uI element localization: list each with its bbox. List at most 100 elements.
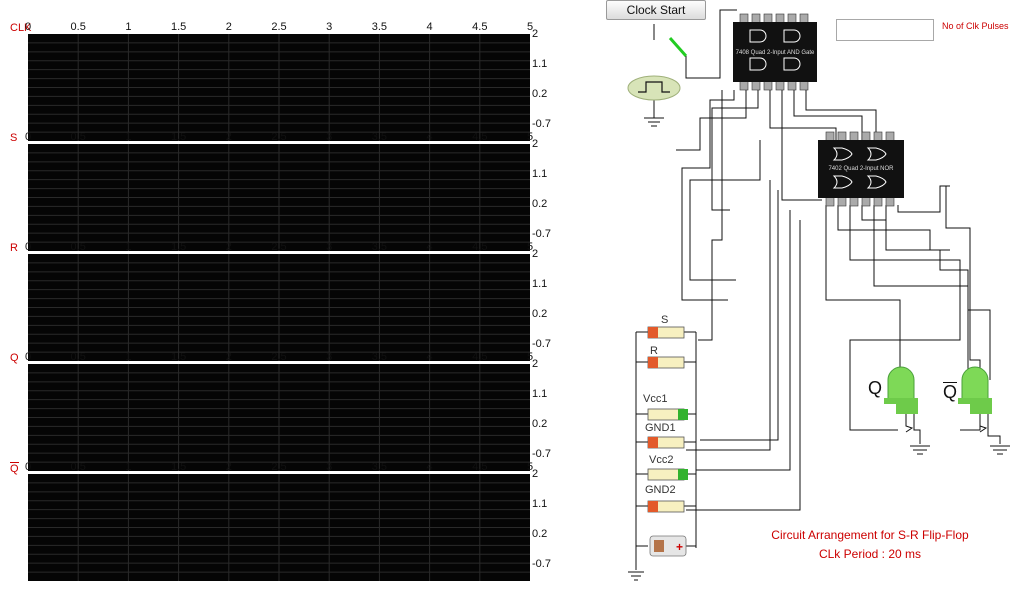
wiring xyxy=(628,9,1010,581)
y-tick-label: -0.7 xyxy=(532,448,551,460)
x-tick-label: 0 xyxy=(24,131,32,143)
x-tick-label: 1 xyxy=(125,351,132,363)
x-tick-label: 2.5 xyxy=(271,131,287,143)
nor-chip-label: 7402 Quad 2-Input NOR xyxy=(828,166,894,172)
scope-plot-s xyxy=(28,144,530,251)
and-gate-chip: 7408 Quad 2-Input AND Gate xyxy=(733,13,817,91)
clock-start-button[interactable]: Clock Start xyxy=(606,0,706,20)
led-qbar-icon xyxy=(958,366,992,414)
x-tick-label: 1.5 xyxy=(170,461,187,473)
caption-title: Circuit Arrangement for S-R Flip-Flop xyxy=(771,528,969,542)
led-qbar-label: Q xyxy=(943,382,958,402)
y-tick-label: 0.2 xyxy=(532,528,548,540)
scope-grid-clk xyxy=(28,34,530,141)
scope-plot-q xyxy=(28,364,530,471)
channel-label-q: Q xyxy=(10,352,19,364)
y-tick-label: -0.7 xyxy=(532,228,551,240)
y-tick-label: 0.2 xyxy=(532,418,548,430)
x-tick-label: 0 xyxy=(24,351,32,363)
scope-grid-s xyxy=(28,144,530,251)
y-tick-label: 0.2 xyxy=(532,88,548,100)
x-tick-label: 4.5 xyxy=(472,131,488,143)
y-tick-label: 2 xyxy=(532,28,539,40)
x-tick-label: 0.5 xyxy=(70,131,86,143)
switch-s[interactable] xyxy=(647,326,685,339)
x-tick-label: 4 xyxy=(426,131,433,143)
x-tick-label: 1 xyxy=(125,241,132,253)
x-tick-label: 3.5 xyxy=(371,461,388,473)
scope-grid-q xyxy=(28,364,530,471)
y-tick-label: 2 xyxy=(532,358,539,370)
switch-vcc1[interactable] xyxy=(647,408,688,421)
caption-period: CLk Period : 20 ms xyxy=(818,547,922,561)
x-tick-label: 5 xyxy=(526,351,534,363)
x-tick-label: 1.5 xyxy=(170,241,187,253)
and-chip-label: 7408 Quad 2-Input AND Gate xyxy=(736,50,815,56)
y-tick-label: 2 xyxy=(532,248,539,260)
switch-bank: + xyxy=(647,326,688,557)
svg-text:+: + xyxy=(676,540,683,554)
x-tick-label: 2.5 xyxy=(271,351,287,363)
label-gnd1: GND1 xyxy=(645,422,676,434)
switch-gnd1[interactable] xyxy=(647,436,685,449)
x-tick-label: 3 xyxy=(326,131,333,143)
scope-grid-r xyxy=(28,254,530,361)
x-tick-label: 3 xyxy=(326,241,333,253)
label-vcc1: Vcc1 xyxy=(643,393,668,405)
x-tick-label: 1.5 xyxy=(170,131,187,143)
x-tick-label: 3 xyxy=(326,21,333,33)
x-tick-label: 4.5 xyxy=(472,241,488,253)
x-tick-label: 5 xyxy=(526,461,534,473)
x-tick-label: 3.5 xyxy=(371,131,388,143)
led-q-label: Q xyxy=(868,378,883,398)
y-tick-label: 0.2 xyxy=(532,198,548,210)
x-tick-label: 2.5 xyxy=(271,461,287,473)
led-q-icon xyxy=(884,366,918,414)
x-tick-label: 1 xyxy=(125,461,132,473)
x-tick-label: 2 xyxy=(225,131,232,143)
x-tick-label: 3.5 xyxy=(371,21,388,33)
y-tick-label: -0.7 xyxy=(532,558,551,570)
x-tick-label: 2 xyxy=(225,351,232,363)
switch-vcc2[interactable] xyxy=(647,468,688,481)
switch-gnd2[interactable] xyxy=(647,500,685,513)
x-tick-label: 4.5 xyxy=(472,461,488,473)
y-tick-label: 1.1 xyxy=(532,498,548,510)
scope-plot-clk xyxy=(28,34,530,141)
y-tick-label: 1.1 xyxy=(532,278,548,290)
x-tick-label: 0.5 xyxy=(70,461,86,473)
y-tick-label: 1.1 xyxy=(532,388,548,400)
x-tick-label: 4 xyxy=(426,461,433,473)
x-tick-label: 1 xyxy=(125,131,132,143)
label-r: R xyxy=(650,345,658,357)
x-tick-label: 0.5 xyxy=(70,21,86,33)
x-tick-label: 5 xyxy=(526,131,534,143)
switch-r[interactable] xyxy=(647,356,685,369)
x-tick-label: 2 xyxy=(225,461,232,473)
x-tick-label: 4 xyxy=(426,351,433,363)
channel-label-clk: CLK xyxy=(10,22,32,34)
label-gnd2: GND2 xyxy=(645,484,676,496)
x-tick-label: 4 xyxy=(426,21,433,33)
pulse-count-label: No of Clk Pulses xyxy=(942,21,1009,31)
nor-gate-chip: 7402 Quad 2-Input NOR xyxy=(818,131,904,207)
scope-plot-r xyxy=(28,254,530,361)
label-vcc2: Vcc2 xyxy=(649,454,674,466)
y-tick-label: 2 xyxy=(532,138,539,150)
y-tick-label: -0.7 xyxy=(532,338,551,350)
x-tick-label: 2.5 xyxy=(271,241,287,253)
x-tick-label: 0 xyxy=(24,461,32,473)
x-tick-label: 1.5 xyxy=(170,351,187,363)
label-s: S xyxy=(661,314,669,326)
x-tick-label: 0.5 xyxy=(70,241,86,253)
y-tick-label: 0.2 xyxy=(532,308,548,320)
x-tick-label: 4 xyxy=(426,241,433,253)
x-tick-label: 4.5 xyxy=(472,351,488,363)
channel-label-qbar: Q xyxy=(10,462,19,475)
scope-grid-qbar xyxy=(28,474,530,581)
